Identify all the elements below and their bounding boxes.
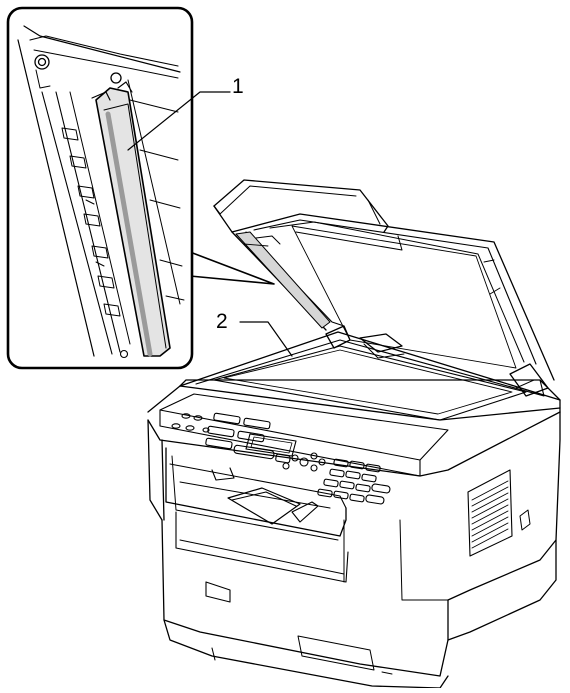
document-cover: [213, 179, 555, 381]
callout-leaders: [127, 91, 293, 357]
callout-label-1: 1: [232, 75, 244, 98]
zoom-inset: [6, 6, 194, 370]
scanner-bed: [179, 325, 561, 421]
leader-line-1: [127, 91, 231, 151]
leader-line-2: [239, 321, 293, 357]
zoom-pointer: [189, 251, 275, 285]
callout-label-2: 2: [216, 310, 228, 333]
control-panel: [159, 393, 449, 505]
